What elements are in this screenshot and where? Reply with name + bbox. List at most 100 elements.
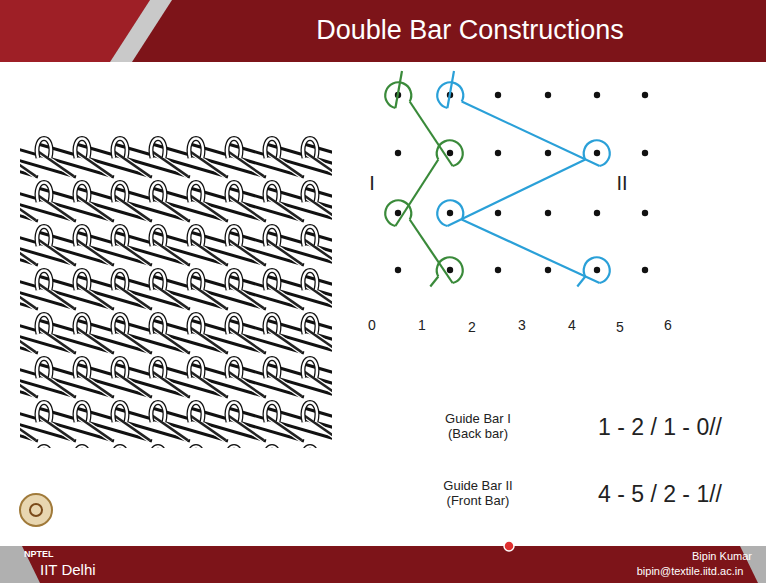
knitted-loop [189, 315, 203, 335]
lap-loop [437, 140, 463, 166]
loop-outline [189, 227, 203, 247]
back-underlap [36, 414, 74, 440]
needle-point [395, 150, 401, 156]
back-underlap [112, 150, 150, 176]
back-underlap [188, 326, 226, 352]
header-stripe [110, 0, 172, 62]
back-underlap [264, 238, 302, 264]
knitted-loop [265, 359, 279, 379]
loop-outline [75, 271, 89, 291]
loop-outline [75, 403, 89, 423]
underlap-halo [188, 326, 226, 352]
underlap-halo [112, 150, 150, 176]
loop-outline [37, 139, 51, 159]
underlap-line [447, 160, 585, 227]
loop-outline [265, 227, 279, 247]
back-underlap [188, 150, 226, 176]
guide-bar-name: Guide Bar II (Front Bar) [430, 479, 526, 509]
loop-outline [303, 403, 317, 423]
underlap-halo [20, 326, 36, 352]
needle-point [495, 267, 501, 273]
back-underlap [36, 238, 74, 264]
needle-point [545, 267, 551, 273]
knitted-loop [75, 403, 89, 423]
lead-in [395, 71, 402, 108]
needle-space-number: 6 [664, 317, 672, 333]
underlap-halo [226, 194, 264, 220]
back-underlap [112, 414, 150, 440]
knitted-loop [75, 183, 89, 203]
knitted-loop [75, 227, 89, 247]
loop-outline [189, 403, 203, 423]
slide-title: Double Bar Constructions [316, 15, 624, 46]
underlap-line [410, 220, 453, 284]
knitted-loop [151, 447, 165, 449]
knitted-loop [303, 139, 317, 159]
back-underlap [74, 194, 112, 220]
loop-outline [265, 271, 279, 291]
knitted-loop [303, 271, 317, 291]
loop-outline [37, 447, 51, 449]
knitted-loop [227, 359, 241, 379]
back-underlap [264, 370, 302, 396]
needle-point [545, 210, 551, 216]
knitted-loop [303, 183, 317, 203]
underlap-halo [150, 150, 188, 176]
needle-point [447, 150, 453, 156]
underlap-halo [36, 370, 74, 396]
knitted-loop [227, 139, 241, 159]
back-underlap [226, 370, 264, 396]
knitted-loop [37, 227, 51, 247]
knitted-loop [37, 139, 51, 159]
loop-outline [37, 271, 51, 291]
underlap-halo [188, 414, 226, 440]
loop-outline [189, 183, 203, 203]
knitted-loop [113, 227, 127, 247]
back-underlap [188, 282, 226, 308]
underlap-halo [36, 150, 74, 176]
knitted-loop [151, 315, 165, 335]
underlap-halo [150, 370, 188, 396]
underlap-halo [188, 282, 226, 308]
back-underlap [150, 414, 188, 440]
underlap-halo [150, 414, 188, 440]
lap-loop [437, 200, 463, 226]
underlap-halo [226, 238, 264, 264]
underlap-halo [264, 150, 302, 176]
back-underlap [264, 282, 302, 308]
needle-point [594, 92, 600, 98]
loop-outline [151, 359, 165, 379]
underlap-line [462, 220, 600, 284]
loop-outline [303, 271, 317, 291]
loop-outline [303, 315, 317, 335]
underlap-halo [36, 238, 74, 264]
loop-outline [151, 403, 165, 423]
knitted-loop [227, 403, 241, 423]
loop-outline [75, 447, 89, 449]
knitted-loop [265, 403, 279, 423]
back-underlap [264, 150, 302, 176]
back-underlap [188, 238, 226, 264]
needle-point [642, 150, 648, 156]
lead-in [447, 71, 454, 108]
knitted-loop [189, 271, 203, 291]
knitted-loop [151, 359, 165, 379]
back-underlap [188, 370, 226, 396]
knitted-loop [303, 315, 317, 335]
loop-outline [265, 139, 279, 159]
knitted-loop [303, 403, 317, 423]
back-underlap [264, 194, 302, 220]
back-underlap [150, 150, 188, 176]
loop-outline [151, 227, 165, 247]
knitted-loop [189, 359, 203, 379]
knitted-loop [37, 447, 51, 449]
institute-name: IIT Delhi [40, 561, 96, 578]
loop-outline [227, 271, 241, 291]
needle-point [545, 92, 551, 98]
needle-point [594, 267, 600, 273]
knitted-loop [151, 227, 165, 247]
knitted-loop [189, 227, 203, 247]
loop-outline [227, 403, 241, 423]
loop-outline [189, 139, 203, 159]
loop-outline [151, 271, 165, 291]
